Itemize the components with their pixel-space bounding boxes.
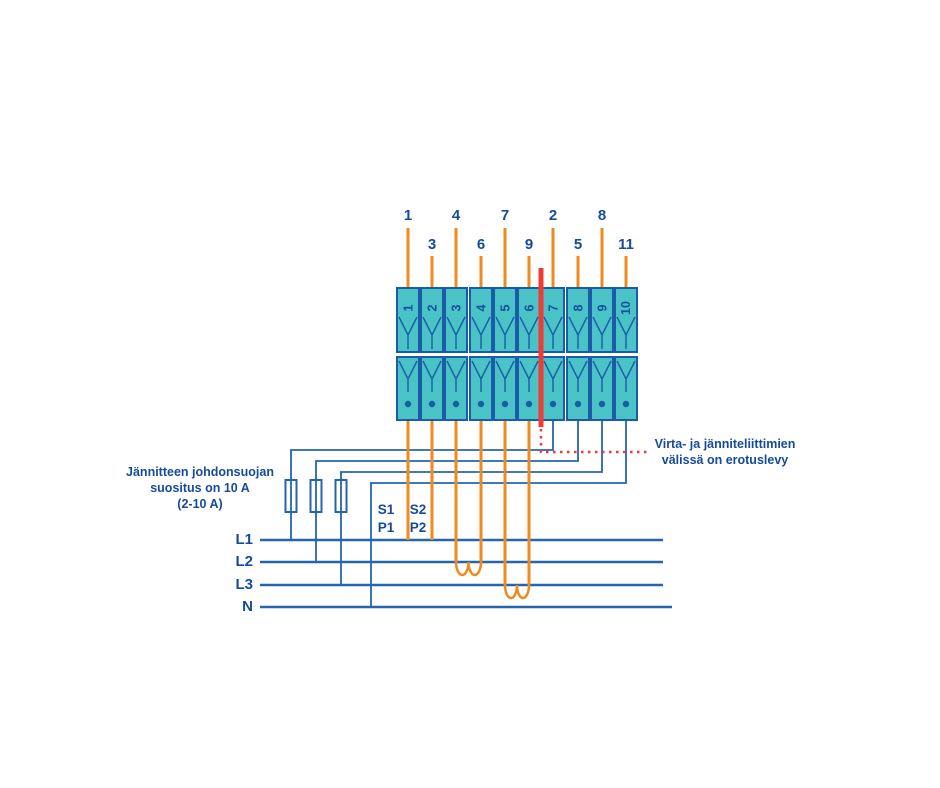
wire-number-label: 2 xyxy=(548,207,558,224)
fuse-note: Jännitteen johdonsuojan suositus on 10 A… xyxy=(112,464,288,512)
terminal-number-text: 1 xyxy=(400,304,415,312)
bus-label-l3: L3 xyxy=(235,576,253,593)
terminal-cell-top xyxy=(396,287,420,353)
terminal-number: 5 xyxy=(494,291,516,325)
current-wires xyxy=(406,420,531,585)
terminal-number-text: 6 xyxy=(521,304,536,312)
separator-note-line2: välissä on erotuslevy xyxy=(661,453,789,467)
incoming-wires xyxy=(406,228,628,288)
terminal-cell-top xyxy=(420,287,444,353)
wire-number-label: 7 xyxy=(500,207,510,224)
terminal-cell-top xyxy=(493,287,517,353)
terminal-cell-top xyxy=(444,287,468,353)
terminal-number-text: 3 xyxy=(448,304,463,312)
terminal-clamp-symbols xyxy=(398,316,636,349)
terminal-cell-top xyxy=(469,287,493,353)
terminal-clamp-symbols xyxy=(398,360,636,392)
terminal-number: 8 xyxy=(567,291,589,325)
terminal-number-text: 8 xyxy=(570,304,585,312)
terminal-screw-dots xyxy=(404,400,630,408)
terminal-number-text: 2 xyxy=(424,304,439,312)
fuse-note-line2: suositus on 10 A xyxy=(150,481,250,495)
terminal-number: 3 xyxy=(445,291,467,325)
terminal-number: 2 xyxy=(421,291,443,325)
terminal-cell-top xyxy=(590,287,614,353)
ct-label-p1: P1 xyxy=(377,520,395,535)
terminal-screw-dot xyxy=(574,400,582,408)
separator-dotted-leader xyxy=(539,429,648,454)
wire-number-label: 11 xyxy=(618,236,634,253)
ct-label-p2: P2 xyxy=(409,520,427,535)
terminal-screw-dot xyxy=(452,400,460,408)
wire-number-label: 3 xyxy=(427,236,437,253)
wire-number-label: 9 xyxy=(524,236,534,253)
terminal-screw-dot xyxy=(549,400,557,408)
wire-number-label: 6 xyxy=(476,236,486,253)
bus-label-n: N xyxy=(242,598,253,615)
terminal-screw-dot xyxy=(501,400,509,408)
ct-coils xyxy=(454,561,531,600)
terminal-screw-dot xyxy=(404,400,412,408)
terminal-screw-dot xyxy=(477,400,485,408)
fuse-note-line1: Jännitteen johdonsuojan xyxy=(126,465,274,479)
terminal-number: 4 xyxy=(470,291,492,325)
terminal-cell-top xyxy=(566,287,590,353)
terminal-number: 9 xyxy=(591,291,613,325)
ct-label-s2: S2 xyxy=(409,502,427,517)
voltage-wires xyxy=(290,420,627,607)
bus-lines xyxy=(260,538,672,609)
terminal-number-text: 5 xyxy=(497,304,512,312)
terminal-screw-dot xyxy=(598,400,606,408)
terminal-number: 10 xyxy=(615,291,637,325)
separator-note-line1: Virta- ja jänniteliittimien xyxy=(654,437,796,451)
terminal-number: 1 xyxy=(397,291,419,325)
terminal-number: 7 xyxy=(542,291,564,325)
bus-label-l1: L1 xyxy=(235,531,253,548)
wire-number-label: 4 xyxy=(451,207,461,224)
terminal-screw-dot xyxy=(525,400,533,408)
terminal-cell-top xyxy=(614,287,638,353)
separator-note: Virta- ja jänniteliittimien välissä on e… xyxy=(646,436,804,468)
fuse-note-line3: (2-10 A) xyxy=(177,497,223,511)
terminal-number-text: 9 xyxy=(594,304,609,312)
wire-number-label: 8 xyxy=(597,207,607,224)
terminal-number: 6 xyxy=(518,291,540,325)
terminal-screw-dot xyxy=(428,400,436,408)
bus-label-l2: L2 xyxy=(235,553,253,570)
wire-number-label: 5 xyxy=(573,236,583,253)
terminal-block xyxy=(396,287,638,421)
terminal-number-text: 4 xyxy=(473,304,488,312)
wire-number-label: 1 xyxy=(403,207,413,224)
terminal-screw-dot xyxy=(622,400,630,408)
terminal-number-text: 10 xyxy=(619,301,633,315)
terminal-number-text: 7 xyxy=(545,304,560,312)
ct-label-s1: S1 xyxy=(377,502,395,517)
